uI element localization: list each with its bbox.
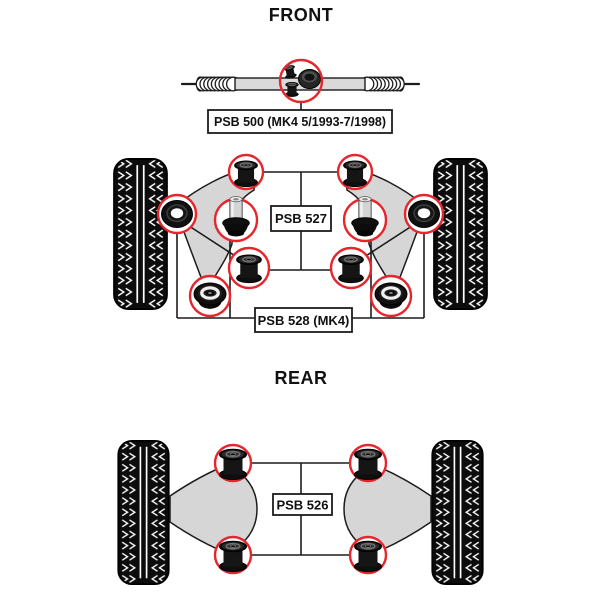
psb500-highlight-circle: [278, 58, 324, 104]
psb526-label-box: PSB 526: [272, 493, 333, 516]
rear-right-tire: [431, 440, 484, 585]
bushing-spool-icon: [235, 254, 263, 284]
psb528-label: PSB 528 (MK4): [258, 313, 350, 328]
bushing-callout: [156, 193, 198, 235]
front-bushings: [156, 153, 445, 318]
rear-section-title: REAR: [274, 368, 327, 388]
bushing-spool-icon: [353, 540, 383, 573]
psb527-label: PSB 527: [275, 211, 327, 226]
bushing-spool-icon: [218, 540, 248, 573]
rear-bushings: [213, 443, 388, 575]
front-right-tire: [433, 158, 488, 310]
bushing-callout: [348, 443, 388, 483]
bushing-donut-icon: [161, 200, 193, 228]
bushing-callout: [213, 196, 259, 243]
psb500-label: PSB 500 (MK4 5/1993-7/1998): [214, 115, 386, 129]
bushing-spool-icon: [285, 81, 299, 98]
bushing-callout: [213, 443, 253, 483]
bushing-callout: [342, 196, 388, 243]
bushing-callout: [213, 535, 253, 575]
front-left-tire: [113, 158, 168, 310]
bushing-spool-icon: [342, 160, 368, 188]
rack-boot-right: [359, 76, 405, 92]
bushing-callout: [403, 193, 445, 235]
rear-right-arm: [343, 463, 432, 555]
bushing-collar-icon: [298, 69, 321, 89]
bushing-spool-icon: [233, 160, 259, 188]
bushing-callout: [348, 535, 388, 575]
front-section-title: FRONT: [269, 5, 334, 25]
bushing-callout: [369, 274, 413, 318]
bushing-callout: [227, 153, 265, 191]
bushing-callout: [188, 274, 232, 318]
rack-boot-left: [195, 76, 241, 92]
bushing-spool-icon: [337, 254, 365, 284]
bushing-spool-icon: [353, 448, 383, 481]
bushing-spool-icon: [218, 448, 248, 481]
psb527-label-box: PSB 527: [270, 205, 332, 232]
psb528-label-box: PSB 528 (MK4): [254, 307, 353, 333]
bushing-donut-icon: [408, 200, 440, 228]
steering-rack: [180, 58, 421, 111]
bushing-callout: [227, 246, 271, 290]
psb526-label: PSB 526: [276, 498, 328, 513]
rear-left-arm: [169, 463, 258, 555]
rear-axle: [169, 463, 432, 555]
rear-left-tire: [117, 440, 170, 585]
bushing-callout: [329, 246, 373, 290]
psb500-label-box: PSB 500 (MK4 5/1993-7/1998): [207, 109, 393, 134]
bushing-callout: [336, 153, 374, 191]
